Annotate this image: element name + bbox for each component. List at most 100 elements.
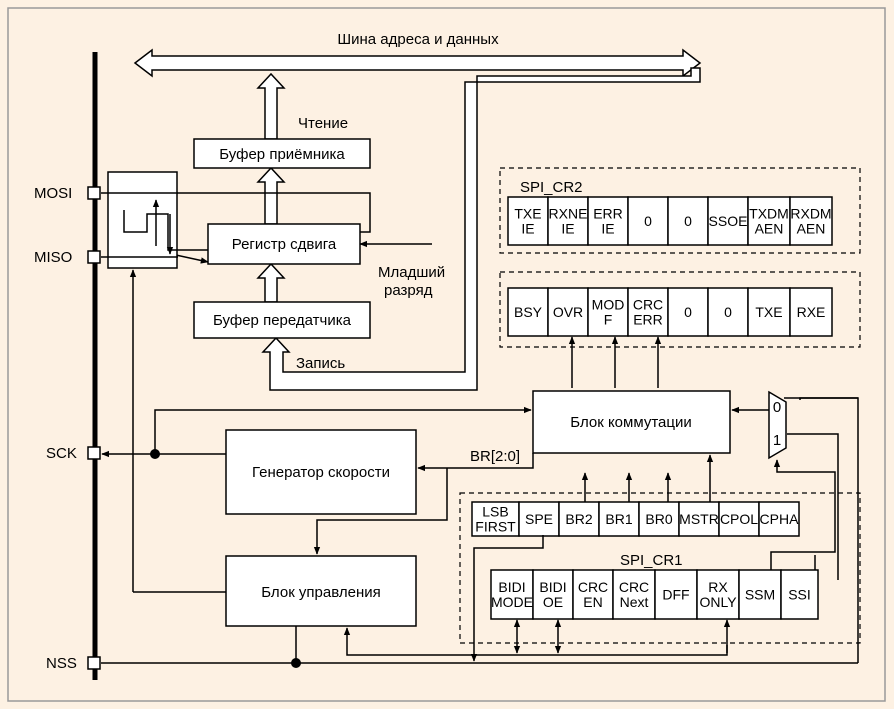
sr-dashed-group xyxy=(499,271,861,348)
sr-cell-label: CRC xyxy=(633,297,663,313)
mux-input0-label: 0 xyxy=(773,399,781,416)
sr-cell xyxy=(627,287,669,337)
cr2-cell xyxy=(587,196,629,246)
cr1-top-cell xyxy=(758,501,800,537)
cr2-register-name: SPI_CR2 xyxy=(520,179,583,196)
cr1-top-cell-label: BR0 xyxy=(645,511,672,527)
spe-to-nss-arrow xyxy=(470,535,544,662)
cr1-bottom-cell xyxy=(780,569,819,620)
cr2-cell-label: TXDM xyxy=(749,206,789,222)
cr2-cell-label: AEN xyxy=(797,221,826,237)
sr-cell xyxy=(747,287,791,337)
cr1-top-cell xyxy=(518,501,560,537)
mosi-pin-label: MOSI xyxy=(34,185,72,202)
cr2-cell-label: 0 xyxy=(644,213,652,229)
switch-to-control-arrow xyxy=(313,468,448,555)
cr2-cell-label: TXE xyxy=(514,206,541,222)
cr1-bottom-cell-label: DFF xyxy=(662,587,689,603)
write-label: Запись xyxy=(296,355,345,372)
lsb-label-line1: Младший xyxy=(378,264,445,281)
cr1-bottom-cell xyxy=(696,569,740,620)
mux-shape xyxy=(768,390,787,460)
nss-pin-label: NSS xyxy=(46,655,77,672)
sr-cell xyxy=(667,287,709,337)
cr1-bottom-cell xyxy=(738,569,782,620)
cr2-cell-label: SSOE xyxy=(709,213,748,229)
ssm-to-mux-select xyxy=(770,459,836,570)
sr-cell-label: BSY xyxy=(514,304,543,320)
cr2-cell xyxy=(789,196,833,246)
cr2-cell-label: RXDM xyxy=(790,206,831,222)
cr2-cell-label: ERR xyxy=(593,206,623,222)
outer-frame xyxy=(7,7,886,702)
miso-pin xyxy=(87,250,101,264)
cr1-top-cell xyxy=(718,501,760,537)
baud-generator-block xyxy=(225,429,417,515)
sr-cell xyxy=(789,287,833,337)
sr-cell-label: 0 xyxy=(724,304,732,320)
read-hollow-arrow xyxy=(256,72,286,140)
cr1-bottom-cell-label: ONLY xyxy=(699,594,737,610)
cr1-dashed-group xyxy=(459,492,861,644)
sr-cell-label: TXE xyxy=(755,304,782,320)
bus-to-control-arrow xyxy=(343,627,728,656)
nss-to-mux-wire xyxy=(799,397,859,663)
sr-cell-label: F xyxy=(604,312,613,328)
cr1-top-cell-label: CPOL xyxy=(720,511,758,527)
nss-junction-dot xyxy=(291,658,301,668)
rx-buffer-block xyxy=(193,138,371,169)
mosi-pin xyxy=(87,186,101,200)
cr1-bottom-cell-label: SSI xyxy=(788,587,811,603)
cr1-top-cell-label: CPHA xyxy=(760,511,800,527)
sck-pin-label: SCK xyxy=(46,445,77,462)
read-label: Чтение xyxy=(298,115,348,132)
cr2-dashed-group xyxy=(499,167,861,254)
control-block-label: Блок управления xyxy=(261,584,380,601)
cr1-bottom-cell xyxy=(572,569,614,620)
control-block xyxy=(225,555,417,627)
cr1-top-cell xyxy=(638,501,680,537)
cr2-cell-label: IE xyxy=(521,221,534,237)
baud-generator-label: Генератор скорости xyxy=(252,464,390,481)
sr-cell-label: MOD xyxy=(592,297,625,313)
sr-cell xyxy=(507,287,549,337)
cr1-top-cell xyxy=(598,501,640,537)
cr1-top-cell-label: FIRST xyxy=(475,519,516,535)
cr2-cell-label: 0 xyxy=(684,213,692,229)
cr1-top-cell-label: LSB xyxy=(482,504,508,520)
lsb-label-line2: разряд xyxy=(384,282,433,299)
sck-junction-dot xyxy=(150,449,160,459)
cr1-top-cell-label: SPE xyxy=(525,511,553,527)
sr-cell-label: OVR xyxy=(553,304,583,320)
cr1-bottom-cell-label: BIDI xyxy=(539,579,566,595)
sr-cell xyxy=(587,287,629,337)
tx-to-shift-hollow-arrow xyxy=(256,262,286,303)
cr2-cell xyxy=(507,196,549,246)
miso-pin-label: MISO xyxy=(34,249,72,266)
cr1-top-cell-label: MSTR xyxy=(679,511,719,527)
cr1-top-cell-label: BR2 xyxy=(565,511,592,527)
sck-pin xyxy=(87,446,101,460)
bus-label: Шина адреса и данных xyxy=(337,31,499,48)
address-data-bus xyxy=(133,48,702,78)
cr1-bottom-cell-label: RX xyxy=(708,579,728,595)
cr1-bottom-cell xyxy=(490,569,534,620)
nss-pin xyxy=(87,656,101,670)
sck-to-switch-arrow xyxy=(154,406,532,454)
cr1-bottom-cell-label: CRC xyxy=(619,579,649,595)
shift-to-rx-hollow-arrow xyxy=(256,166,286,225)
switch-block-label: Блок коммутации xyxy=(570,414,691,431)
cr1-bottom-cell-label: BIDI xyxy=(498,579,525,595)
io-switch-box xyxy=(107,171,178,269)
tx-buffer-block xyxy=(193,301,371,339)
cr2-cell xyxy=(667,196,709,246)
cr1-register-name: SPI_CR1 xyxy=(620,552,683,569)
write-hollow-arrow xyxy=(261,67,701,391)
rx-buffer-label: Буфер приёмника xyxy=(219,146,345,163)
cr1-bottom-cell-label: OE xyxy=(543,594,563,610)
mux-input1-label: 1 xyxy=(773,432,781,449)
cr2-cell-label: AEN xyxy=(755,221,784,237)
